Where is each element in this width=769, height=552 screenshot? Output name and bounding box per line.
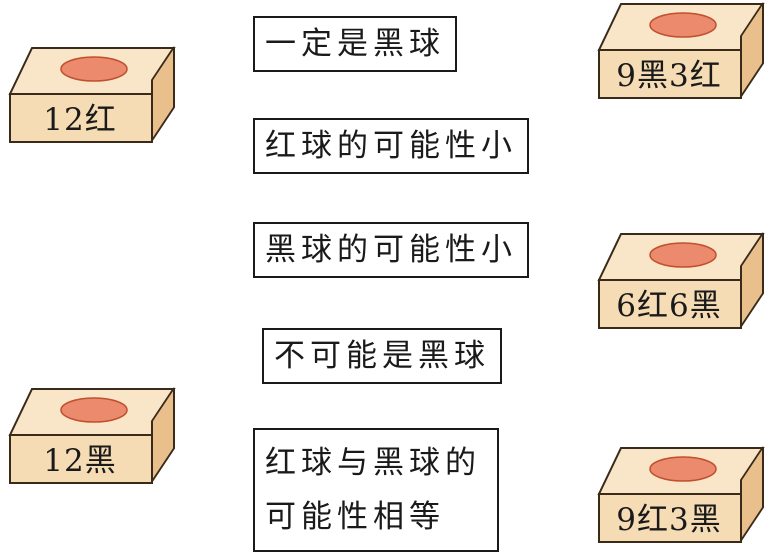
statement-certain-black[interactable]: 一定是黑球	[253, 16, 457, 72]
box-6-red-6-black-illustration	[597, 232, 765, 329]
box-label: 9红3黑	[616, 502, 722, 538]
box-9-red-3-black-illustration	[597, 446, 765, 543]
box-12-red-illustration	[8, 46, 176, 143]
box-9-black-3-red: 9黑3红	[597, 0, 765, 100]
box-label: 6红6黑	[616, 288, 722, 324]
hole-icon	[60, 56, 128, 82]
box-label: 12黑	[43, 443, 117, 479]
hole-icon	[649, 242, 717, 268]
statement-black-less-likely[interactable]: 黑球的可能性小	[253, 222, 529, 278]
box-12-black-illustration	[8, 387, 176, 484]
box-9-black-3-red-illustration	[597, 2, 765, 99]
statement-impossible-black[interactable]: 不可能是黑球	[262, 328, 502, 384]
box-label: 9黑3红	[616, 58, 722, 94]
box-label: 12红	[43, 102, 117, 138]
box-12-red: 12红	[8, 44, 176, 144]
box-9-red-3-black: 9红3黑	[597, 444, 765, 544]
box-12-black: 12黑	[8, 385, 176, 485]
statement-equal-likelihood[interactable]: 红球与黑球的可能性相等	[253, 428, 499, 552]
hole-icon	[649, 456, 717, 482]
box-6-red-6-black: 6红6黑	[597, 230, 765, 330]
hole-icon	[649, 12, 717, 38]
statement-red-less-likely[interactable]: 红球的可能性小	[253, 118, 529, 174]
hole-icon	[60, 397, 128, 423]
